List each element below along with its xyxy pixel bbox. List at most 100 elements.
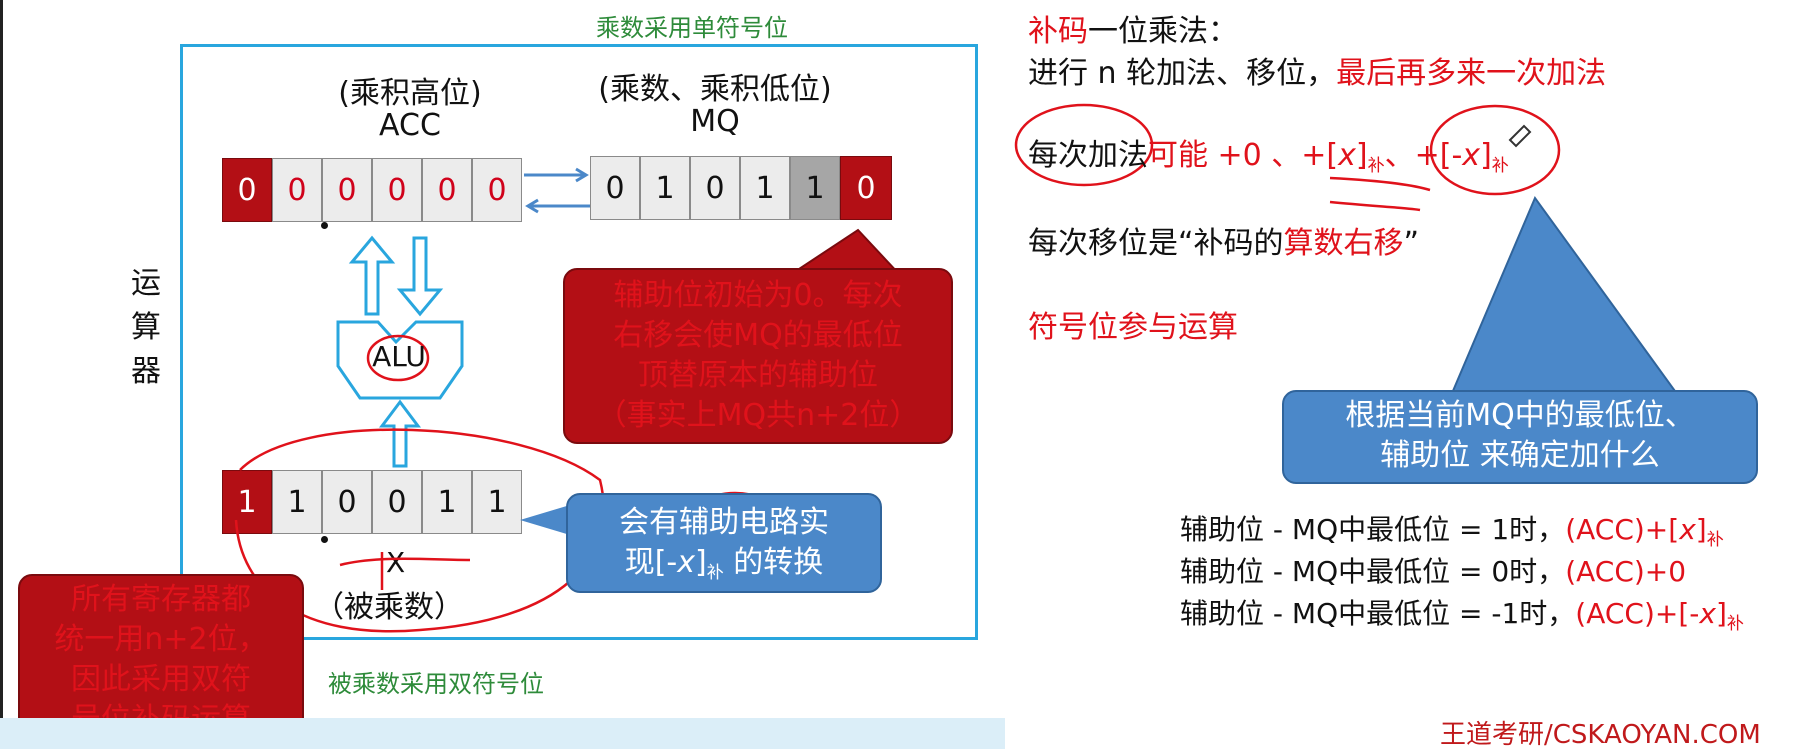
multiplicand-sign-note: 被乘数采用双符号位 bbox=[328, 670, 544, 698]
rule-close: ] bbox=[1695, 513, 1707, 546]
callout-line: 根据当前MQ中的最低位、 bbox=[1345, 398, 1695, 433]
mq-cell: 0 bbox=[590, 156, 640, 220]
alu-down-arrow-top bbox=[396, 236, 444, 317]
callout-line: 右移会使MQ的最低位 bbox=[613, 318, 903, 353]
line3-text: ] bbox=[1480, 138, 1492, 173]
line4-end: ” bbox=[1403, 226, 1420, 261]
acc-name: ACC bbox=[379, 108, 441, 143]
decide-callout-tail bbox=[1448, 195, 1682, 399]
aux-bit-callout: 辅助位初始为0。每次 右移会使MQ的最低位 顶替原本的辅助位 （事实上MQ共n+… bbox=[563, 268, 953, 444]
acc-cell: 0 bbox=[372, 158, 422, 222]
rule-var: x bbox=[1679, 513, 1696, 546]
mq-cell: 0 bbox=[690, 156, 740, 220]
rule-close: ] bbox=[1715, 597, 1727, 630]
alu-shape bbox=[336, 320, 464, 400]
callout-line: 统一用n+2位， bbox=[54, 622, 268, 657]
rule-row: 辅助位 - MQ中最低位 = 0时，(ACC)+0 bbox=[1180, 550, 1686, 590]
bottom-wave bbox=[0, 718, 1005, 749]
line3-text: 、 bbox=[1384, 138, 1415, 173]
mq-lowest-bit: 1 bbox=[790, 156, 840, 220]
callout-line: 顶替原本的辅助位 bbox=[638, 358, 878, 393]
rule-red: (ACC)+[x]补 bbox=[1565, 513, 1724, 550]
right-line-2: 进行 n 轮加法、移位，最后再多来一次加法 bbox=[1028, 48, 1606, 92]
arithmetic-unit-label: 运 算 器 bbox=[128, 262, 164, 394]
circuit-callout-tail bbox=[520, 505, 570, 535]
right-line-5: 符号位参与运算 bbox=[1028, 310, 1238, 345]
binary-point bbox=[321, 222, 328, 229]
watermark: 王道考研/CSKAOYAN.COM bbox=[1440, 720, 1761, 750]
acc-cell: 0 bbox=[422, 158, 472, 222]
rule-red: (ACC)+0 bbox=[1565, 555, 1686, 588]
mq-caption: (乘数、乘积低位) bbox=[598, 72, 832, 107]
mq-aux-bit: 0 bbox=[840, 156, 892, 220]
alu-label: ALU bbox=[372, 340, 426, 373]
title-red: 补码 bbox=[1028, 14, 1088, 49]
acc-cell: 0 bbox=[222, 158, 272, 222]
line3-red: 可能 +0 、+[x]补、+[-x]补 bbox=[1148, 138, 1509, 176]
callout-text: 的转换 bbox=[723, 545, 824, 580]
line2-black: 进行 n 轮加法、移位， bbox=[1028, 56, 1337, 91]
rule-text: 辅助位 - MQ中最低位 = 1时， bbox=[1180, 513, 1566, 546]
rule-op: (ACC)+[- bbox=[1575, 597, 1700, 630]
acc-caption: (乘积高位) bbox=[338, 76, 482, 111]
x-cell: 0 bbox=[322, 470, 372, 534]
x-cell: 1 bbox=[422, 470, 472, 534]
right-line-4: 每次移位是“补码的算数右移” bbox=[1028, 218, 1419, 262]
mq-cell: 1 bbox=[640, 156, 690, 220]
right-line-3: 每次加法可能 +0 、+[x]补、+[-x]补 bbox=[1028, 130, 1509, 176]
side-char: 算 bbox=[131, 310, 161, 345]
pencil-icon bbox=[1508, 124, 1532, 148]
multiplier-sign-note: 乘数采用单符号位 bbox=[596, 14, 788, 42]
x-cell: 1 bbox=[222, 470, 272, 534]
callout-line: （事实上MQ共n+2位） bbox=[596, 398, 920, 433]
rule-text: 辅助位 - MQ中最低位 = 0时， bbox=[1180, 555, 1566, 588]
callout-line: 因此采用双符 bbox=[71, 662, 251, 697]
x-cell: 1 bbox=[272, 470, 322, 534]
binary-point bbox=[321, 536, 328, 543]
callout-text: ] bbox=[695, 545, 707, 580]
rule-var: x bbox=[1699, 597, 1716, 630]
callout-var: x bbox=[677, 545, 696, 580]
circuit-callout: 会有辅助电路实 现[-x]补 的转换 bbox=[566, 493, 882, 593]
line3-var: x bbox=[1462, 138, 1481, 173]
line4-black: 每次移位是“补码的 bbox=[1028, 226, 1284, 261]
acc-cell: 0 bbox=[272, 158, 322, 222]
rule-row: 辅助位 - MQ中最低位 = 1时，(ACC)+[x]补 bbox=[1180, 508, 1724, 550]
x-register-name: X bbox=[386, 546, 406, 579]
x-cell: 1 bbox=[472, 470, 522, 534]
rule-red: (ACC)+[-x]补 bbox=[1575, 597, 1744, 634]
line3-sub: 补 bbox=[1491, 156, 1509, 176]
rule-text: 辅助位 - MQ中最低位 = -1时， bbox=[1180, 597, 1576, 630]
acc-cell: 0 bbox=[472, 158, 522, 222]
line3-text: +[- bbox=[1414, 138, 1463, 173]
side-char: 运 bbox=[131, 266, 161, 301]
side-char: 器 bbox=[131, 354, 161, 389]
rule-row: 辅助位 - MQ中最低位 = -1时，(ACC)+[-x]补 bbox=[1180, 592, 1744, 634]
rule-op: (ACC)+0 bbox=[1565, 555, 1687, 588]
acc-cell: 0 bbox=[322, 158, 372, 222]
callout-line: 所有寄存器都 bbox=[71, 582, 251, 617]
line3-var: x bbox=[1338, 138, 1356, 173]
callout-line: 现[-x]补 的转换 bbox=[568, 543, 880, 593]
right-title: 补码一位乘法： bbox=[1028, 6, 1238, 50]
alu-up-arrow-top bbox=[348, 235, 396, 316]
line3-black: 每次加法 bbox=[1028, 138, 1148, 173]
arithmetic-unit-frame bbox=[180, 44, 978, 640]
callout-text: 现[- bbox=[624, 545, 678, 580]
line4-red: 算数右移 bbox=[1283, 226, 1404, 261]
line2-red: 最后再多来一次加法 bbox=[1336, 56, 1607, 91]
callout-sub: 补 bbox=[706, 563, 724, 583]
x-cell: 0 bbox=[372, 470, 422, 534]
rule-sub: 补 bbox=[1706, 530, 1724, 550]
callout-line: 辅助位 来确定加什么 bbox=[1380, 438, 1660, 473]
title-rest: 一位乘法： bbox=[1088, 14, 1238, 49]
line3-sub: 补 bbox=[1367, 156, 1385, 176]
x-register-caption: （被乘数） bbox=[314, 590, 464, 625]
mq-name: MQ bbox=[690, 104, 740, 139]
callout-line: 会有辅助电路实 bbox=[619, 505, 829, 540]
mq-cell: 1 bbox=[740, 156, 790, 220]
decide-callout: 根据当前MQ中的最低位、 辅助位 来确定加什么 bbox=[1282, 390, 1758, 484]
line3-text: ] bbox=[1355, 138, 1368, 173]
left-edge-bar bbox=[0, 0, 3, 749]
